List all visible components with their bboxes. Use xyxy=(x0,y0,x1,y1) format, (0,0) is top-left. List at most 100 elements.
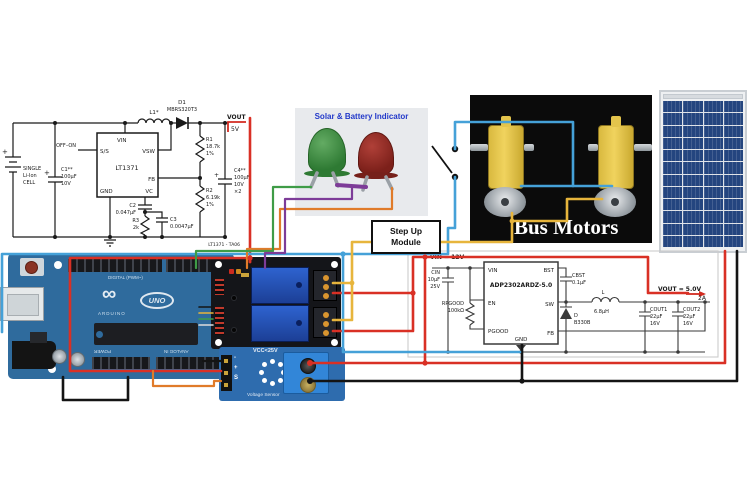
relay-module xyxy=(211,257,341,349)
analog-silkscreen: ANALOG IN xyxy=(164,349,189,354)
right-motor-body xyxy=(598,125,634,189)
solar-cell xyxy=(703,186,723,198)
vout-voltage: 5V xyxy=(231,126,240,133)
solar-cell xyxy=(703,137,723,149)
solar-cell xyxy=(683,235,703,247)
battery-label: CELL xyxy=(23,180,35,186)
green-led-flange xyxy=(304,170,350,177)
left-motor-body xyxy=(488,125,524,189)
inductor-label: L xyxy=(602,290,605,296)
solar-cell xyxy=(683,162,703,174)
step-up-line2: Module xyxy=(391,237,421,247)
cout2-label: 16V xyxy=(683,321,693,327)
c3-label: C3 xyxy=(170,217,177,223)
r3-label: R3 xyxy=(132,218,139,224)
lt-labels: + SINGLE Li-Ion CELL + C1** 100µF 10V OF… xyxy=(2,100,250,248)
diode-label: B330B xyxy=(574,320,591,326)
terminal-screw xyxy=(323,293,329,299)
spst-switch xyxy=(431,145,459,181)
right-motor-shaft-top xyxy=(611,116,621,127)
chip-notch xyxy=(96,331,103,338)
usb-port-inner xyxy=(7,294,39,316)
diode-label: D xyxy=(574,313,578,319)
vout-label: VOUT xyxy=(227,114,247,121)
sensor-pin-header xyxy=(221,355,232,391)
arduino-brand-text: ARDUINO xyxy=(98,311,126,316)
solar-battery-indicator-panel: Solar & Battery Indicator xyxy=(295,108,428,216)
pin-label-plus: + xyxy=(234,365,238,371)
solar-cell xyxy=(683,223,703,235)
screw-terminal-2 xyxy=(313,307,337,338)
electrolytic-capacitor xyxy=(70,352,85,367)
pin-pgood: PGOOD xyxy=(488,329,508,335)
c4-label: 10V xyxy=(234,182,244,188)
cin-label: 10µF xyxy=(428,277,441,283)
pin-gnd: GND xyxy=(515,337,528,343)
off-on-label: OFF–ON xyxy=(56,143,76,149)
red-led xyxy=(358,132,394,176)
solar-cell xyxy=(703,223,723,235)
solar-cell xyxy=(723,162,743,174)
arduino-uno-board: DIGITAL (PWM~) ∞ ARDUINO UNO POWER ANALO… xyxy=(0,253,234,379)
red-led-flange xyxy=(354,172,398,179)
relay-2 xyxy=(251,305,309,342)
terminal-screw xyxy=(323,330,329,336)
r1-label: 18.7k xyxy=(206,144,220,150)
rpgood-label: 100kΩ xyxy=(448,308,464,314)
solar-cell xyxy=(723,150,743,162)
pin-ss: S/S xyxy=(100,149,109,155)
electrolytic-capacitor xyxy=(52,349,67,364)
relay-1 xyxy=(251,267,309,304)
pin xyxy=(224,371,228,375)
vcc-rating-label: VCC<25V xyxy=(253,348,278,354)
terminal-screw-vin-plus xyxy=(300,358,316,374)
right-motor-axle2 xyxy=(588,144,598,151)
step-up-line1: Step Up xyxy=(389,226,423,236)
relay-dot xyxy=(296,320,302,326)
mounting-hole xyxy=(54,261,62,269)
uno-label: UNO xyxy=(140,292,174,309)
solar-cell xyxy=(723,235,743,247)
terminal-screw xyxy=(323,284,329,290)
solar-cell xyxy=(663,174,683,186)
r1-label: 1% xyxy=(206,151,214,157)
wire-red-relay2 xyxy=(331,291,415,333)
d1-part: MBRS320T3 xyxy=(167,107,197,113)
solar-cells xyxy=(663,101,743,247)
power-jack xyxy=(12,341,56,369)
digital-silkscreen: DIGITAL (PWM~) xyxy=(108,275,143,280)
left-motor-can xyxy=(484,187,526,217)
control-pin-header xyxy=(215,307,224,335)
solar-cell xyxy=(663,113,683,125)
l1-label: L1* xyxy=(149,110,159,116)
voltage-regulator xyxy=(30,332,47,343)
pin xyxy=(224,359,228,363)
adp2302-schematic: VIN = 12V CIN 10µF 25V RPGOOD 100kΩ VIN … xyxy=(407,250,719,358)
c3-label: 0.0047µF xyxy=(170,224,194,230)
battery-label: Li-Ion xyxy=(23,173,37,179)
c2-label: 0.047µF xyxy=(116,210,136,216)
c4-label: 100µF xyxy=(234,175,250,181)
solar-cell xyxy=(723,174,743,186)
mounting-hole xyxy=(331,261,338,268)
solar-cell xyxy=(723,186,743,198)
solar-cell xyxy=(723,223,743,235)
left-motor-can-dot xyxy=(501,198,509,206)
mounting-hole xyxy=(48,365,56,373)
step-up-module-box: Step Up Module xyxy=(371,220,441,254)
pin-vin: VIN xyxy=(488,268,498,274)
wire-black-solar-negative xyxy=(308,249,739,383)
cout1-label: COUT1 xyxy=(650,307,667,313)
left-motor-axle xyxy=(470,144,488,151)
solar-cell xyxy=(663,125,683,137)
mounting-hole xyxy=(215,339,222,346)
solar-cell xyxy=(683,174,703,186)
sensor-screw-terminal xyxy=(283,352,329,394)
d1-label: D1 xyxy=(178,100,186,106)
left-motor-axle2 xyxy=(524,144,534,151)
adp-labels: VIN = 12V CIN 10µF 25V RPGOOD 100kΩ VIN … xyxy=(428,254,707,343)
solar-cell xyxy=(683,186,703,198)
reset-button[interactable] xyxy=(25,261,38,274)
c2-label: C2 xyxy=(129,203,136,209)
c4-plus: + xyxy=(214,172,219,179)
